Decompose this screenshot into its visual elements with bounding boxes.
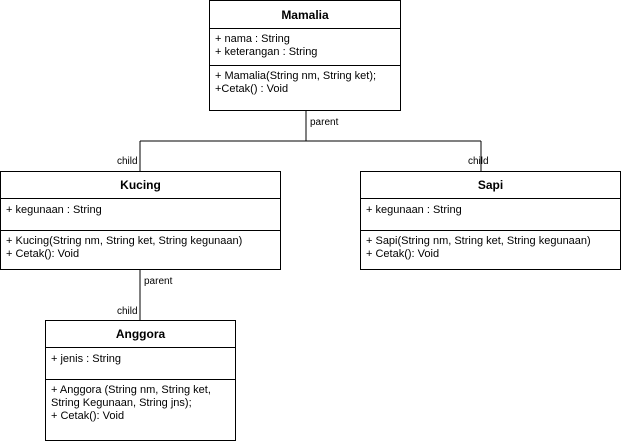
class-sapi-name: Sapi [361, 172, 620, 199]
method-cetak: + Cetak(): Void [6, 248, 80, 260]
class-anggora-name: Anggora [46, 321, 235, 348]
label-anggora-child: child [117, 306, 138, 317]
class-sapi-methods: + Sapi(String nm, String ket, String keg… [361, 230, 620, 265]
attribute-jenis: + jenis : String [51, 353, 122, 365]
class-sapi[interactable]: Sapi + kegunaan : String + Sapi(String n… [360, 171, 621, 270]
class-mamalia[interactable]: Mamalia + nama : String + keterangan : S… [209, 0, 401, 111]
attribute-nama: + nama : String [215, 33, 290, 45]
method-cetak: + Cetak(): Void [366, 248, 440, 260]
attribute-kegunaan: + kegunaan : String [366, 204, 462, 216]
label-mamalia-parent: parent [310, 117, 339, 128]
attribute-keterangan: + keterangan : String [215, 46, 318, 58]
label-kucing-child: child [117, 156, 138, 167]
class-mamalia-methods: + Mamalia(String nm, String ket); +Cetak… [210, 65, 400, 100]
class-mamalia-name: Mamalia [210, 1, 400, 29]
class-kucing-name: Kucing [1, 172, 280, 199]
method-cetak: +Cetak() : Void [215, 83, 289, 95]
label-kucing-parent: parent [144, 276, 173, 287]
class-kucing-attributes: + kegunaan : String [1, 199, 280, 230]
method-cetak: + Cetak(): Void [51, 410, 125, 422]
method-sapi-constructor: + Sapi(String nm, String ket, String keg… [366, 235, 591, 247]
class-anggora-attributes: + jenis : String [46, 348, 235, 379]
class-anggora[interactable]: Anggora + jenis : String + Anggora (Stri… [45, 320, 236, 441]
class-kucing-methods: + Kucing(String nm, String ket, String k… [1, 230, 280, 265]
label-sapi-child: child [468, 156, 489, 167]
method-anggora-constructor: + Anggora (String nm, String ket, String… [51, 384, 211, 409]
class-sapi-attributes: + kegunaan : String [361, 199, 620, 230]
class-mamalia-attributes: + nama : String + keterangan : String [210, 29, 400, 65]
method-kucing-constructor: + Kucing(String nm, String ket, String k… [6, 235, 243, 247]
class-anggora-methods: + Anggora (String nm, String ket, String… [46, 379, 235, 427]
attribute-kegunaan: + kegunaan : String [6, 204, 102, 216]
class-kucing[interactable]: Kucing + kegunaan : String + Kucing(Stri… [0, 171, 281, 270]
method-mamalia-constructor: + Mamalia(String nm, String ket); [215, 70, 377, 82]
